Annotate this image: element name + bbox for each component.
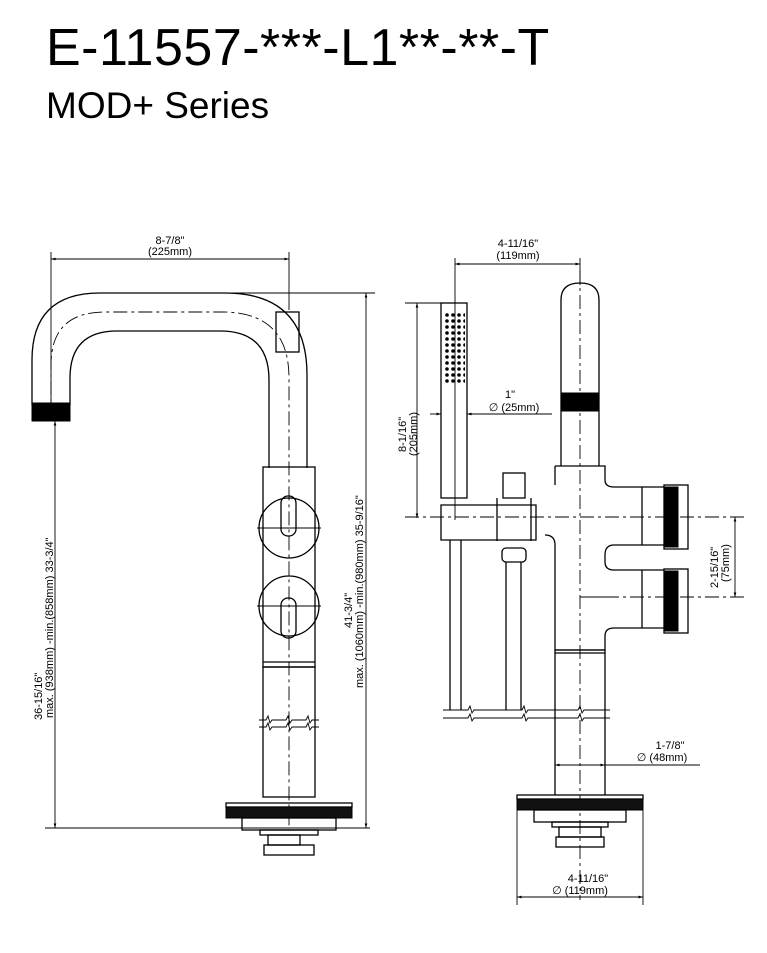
spout-lever-tab	[275, 311, 300, 353]
front-base-nut	[555, 836, 605, 848]
side-view: 8-7/8" (225mm) 36-15/16"	[31, 235, 375, 856]
spout-inner	[69, 330, 270, 468]
offset-metric: (119mm)	[496, 250, 539, 262]
overall-height-imperial: 41-3/4"	[343, 593, 355, 628]
offset-imperial: 4-11/16"	[498, 238, 538, 250]
diverter-knob	[502, 472, 526, 499]
hot-handle-lever	[280, 495, 297, 537]
handshower-holder	[440, 504, 537, 541]
base-dia-metric: ∅ (119mm)	[552, 885, 608, 897]
spout-centerline	[50, 311, 290, 830]
floor-column	[262, 666, 316, 798]
front-break-line-lower	[443, 712, 610, 723]
handshower-dia-imperial: 1"	[505, 389, 515, 401]
handshower-handle	[440, 302, 468, 499]
front-knurled-base-ring	[516, 798, 644, 811]
outlet-height-imperial: 36-15/16"	[33, 673, 45, 720]
reach-metric: (225mm)	[148, 246, 192, 258]
handle-spacing-metric: (75mm)	[720, 544, 732, 582]
break-line-upper	[259, 714, 319, 725]
front-break-line-upper	[443, 704, 610, 715]
handshower-length-imperial: 8-1/16"	[397, 417, 409, 452]
handle-spacing-imperial: 2-15/16"	[709, 547, 721, 588]
valve-body-outline	[544, 465, 664, 651]
outlet-height-range: max. (938mm) -min.(858mm) 33-3/4"	[44, 537, 56, 718]
handshower-spray-face	[445, 311, 465, 383]
hose-nut	[501, 547, 527, 563]
cold-handle-lever	[280, 597, 297, 639]
knurled-base-ring	[225, 806, 353, 819]
model-number-title: E-11557-***-L1**-**-T	[46, 19, 550, 77]
base-thread-1	[259, 829, 319, 836]
base-dia-imperial: 4-11/16"	[568, 873, 608, 885]
base-shank	[267, 834, 301, 846]
column-dia-imperial: 1-7/8"	[656, 740, 685, 752]
base-nut	[263, 844, 315, 856]
spout-aerator	[31, 402, 71, 422]
front-view: 4-11/16" (119mm) 8-1/16" (205mm) 1" ∅ (2…	[397, 238, 745, 905]
break-line-lower	[259, 721, 319, 732]
series-subtitle: MOD+ Series	[46, 85, 270, 126]
lower-handle-knurl	[663, 570, 679, 632]
overall-height-range: max. (1060mm) -min.(980mm) 35-9/16"	[354, 495, 366, 688]
handshower-length-metric: (205mm)	[408, 412, 420, 456]
column-dia-metric: ∅ (48mm)	[637, 752, 688, 764]
reach-imperial: 8-7/8"	[156, 235, 185, 247]
handshower-dia-metric: ∅ (25mm)	[489, 402, 540, 414]
